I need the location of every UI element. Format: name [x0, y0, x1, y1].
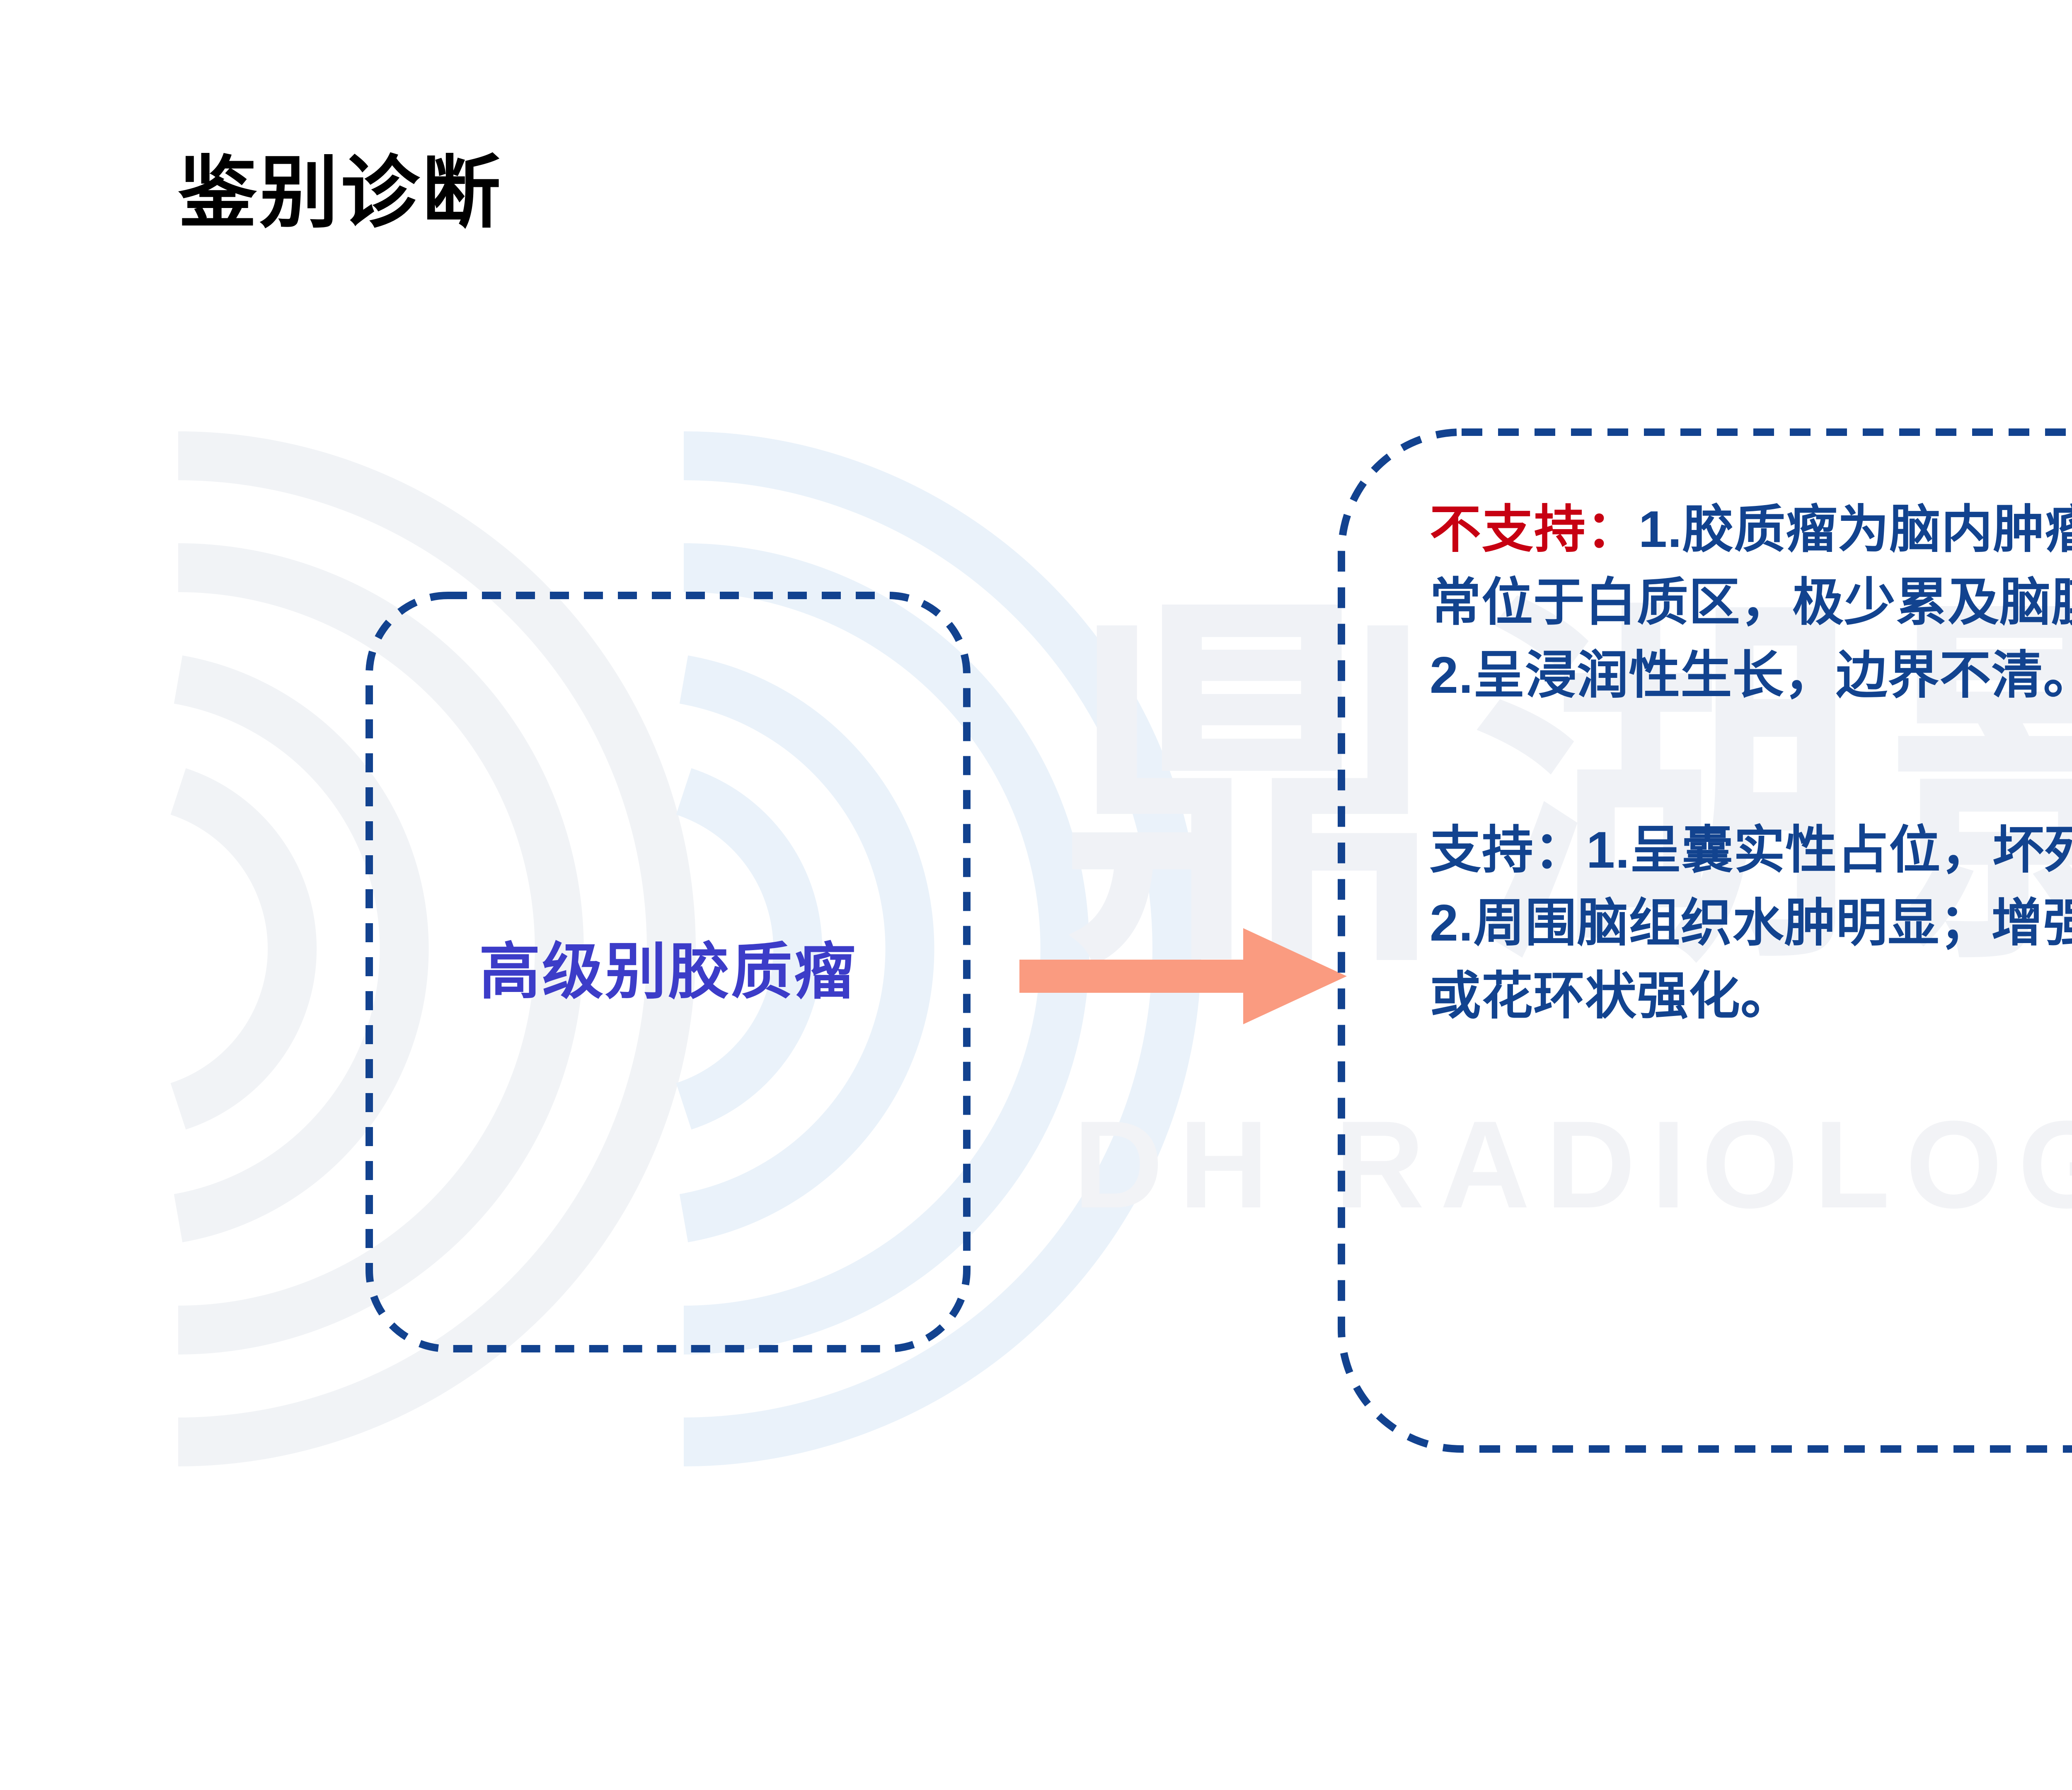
detail-line: 常位于白质区，极少累及脑膜； [1430, 574, 2072, 631]
lead-label-supportive: 支持： [1430, 822, 1587, 879]
flow-arrow-right [1019, 928, 1347, 1024]
diagram-left-node[interactable]: 高级别胶质瘤 [366, 592, 971, 1352]
detail-line-text: 1.胶质瘤为脑内肿瘤，位置较深， [1639, 501, 2072, 558]
detail-paragraph-unsupportive: 不支持：1.胶质瘤为脑内肿瘤，位置较深， 常位于白质区，极少累及脑膜； 2.呈浸… [1430, 493, 2072, 712]
detail-line-text: 1.呈囊实性占位，坏死、出血常见； [1586, 822, 2072, 879]
left-node-label: 高级别胶质瘤 [479, 938, 857, 1006]
detail-paragraph-supportive: 支持：1.呈囊实性占位，坏死、出血常见； 2.周围脑组织水肿明显；增强呈不规则环… [1430, 814, 2072, 1033]
lead-label-unsupportive: 不支持： [1430, 501, 1639, 558]
page-title: 鉴别诊断 [178, 149, 503, 237]
diagram-right-node[interactable]: 不支持：1.胶质瘤为脑内肿瘤，位置较深， 常位于白质区，极少累及脑膜； 2.呈浸… [1338, 428, 2072, 1453]
detail-line: 2.周围脑组织水肿明显；增强呈不规则环状 [1430, 895, 2072, 952]
paragraph-spacer [1430, 712, 2072, 814]
right-node-content: 不支持：1.胶质瘤为脑内肿瘤，位置较深， 常位于白质区，极少累及脑膜； 2.呈浸… [1430, 493, 2072, 1033]
detail-line: 支持：1.呈囊实性占位，坏死、出血常见； [1430, 814, 2072, 887]
detail-line: 不支持：1.胶质瘤为脑内肿瘤，位置较深， [1430, 493, 2072, 566]
detail-line: 或花环状强化。 [1430, 968, 1793, 1025]
detail-line: 2.呈浸润性生长，边界不清。 [1430, 647, 2072, 704]
